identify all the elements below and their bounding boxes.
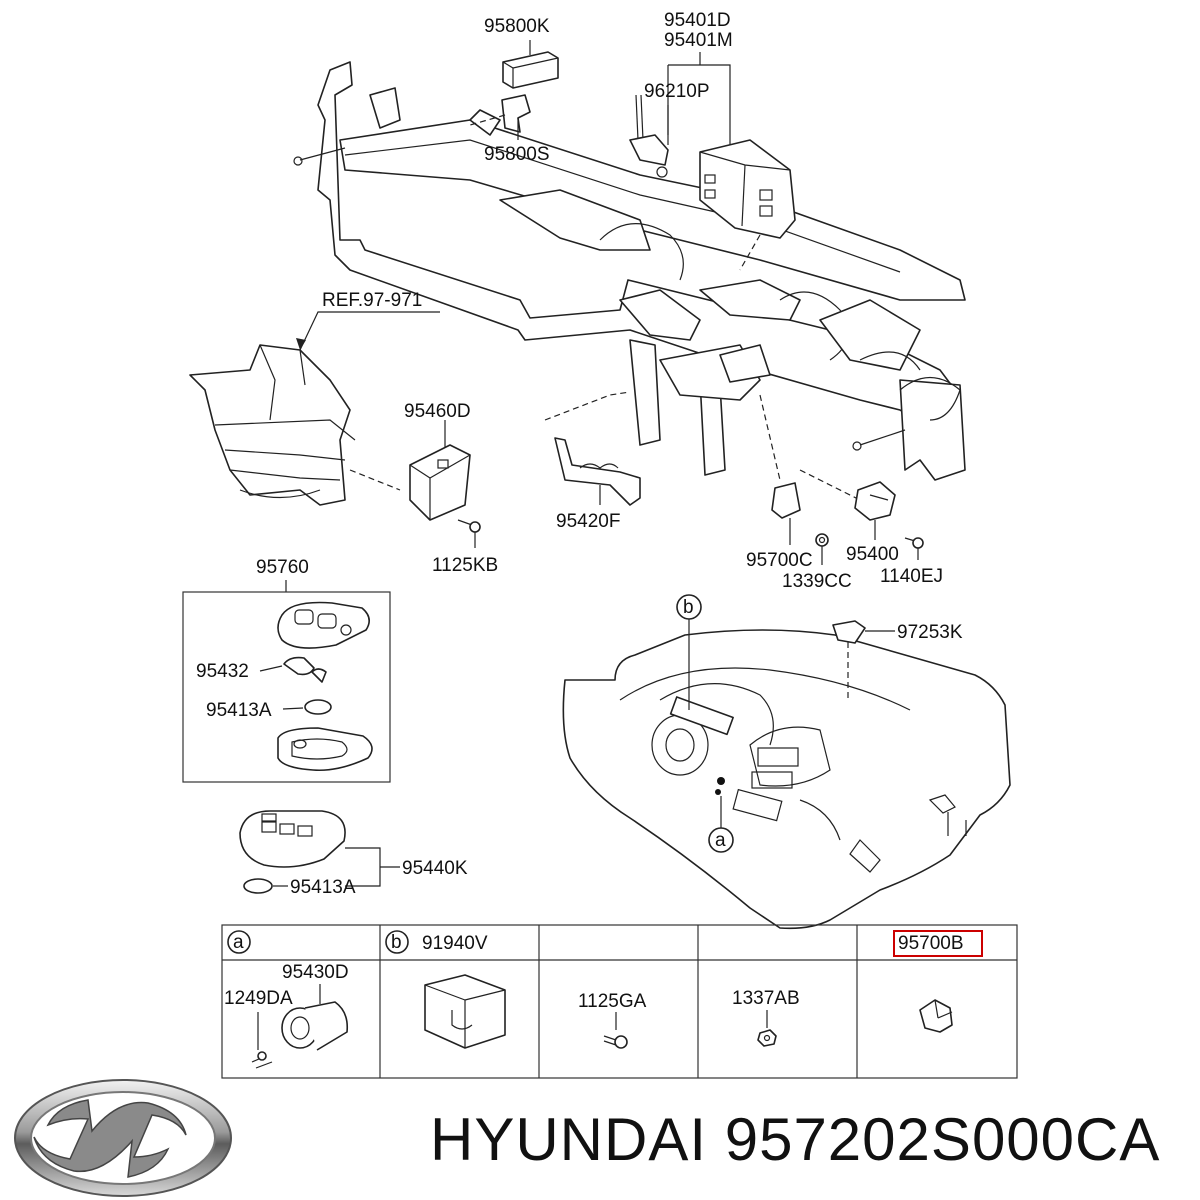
part-95401D: 95401D 95401M — [664, 10, 796, 271]
label-1140EJ: 1140EJ — [880, 566, 943, 587]
fob-case-icon — [277, 727, 373, 772]
callout-a: a — [708, 796, 734, 853]
label-ref-97-971: REF.97-971 — [322, 290, 422, 311]
button-pad-icon — [283, 656, 327, 683]
label-1249DA: 1249DA — [224, 988, 293, 1009]
label-97253K: 97253K — [897, 622, 963, 643]
part-1125KB: 1125KB — [432, 519, 498, 576]
label-95440K: 95440K — [402, 858, 468, 879]
label-96210P: 96210P — [644, 81, 710, 102]
hyundai-logo — [14, 1079, 232, 1197]
part-96210P: 96210P — [629, 81, 710, 178]
part-95700C: 95700C — [746, 394, 813, 571]
table-header-a: a — [233, 932, 244, 953]
label-95800S: 95800S — [484, 144, 550, 165]
part-heater-assembly: REF.97-971 — [189, 290, 440, 506]
part-95420F: 95420F — [544, 391, 641, 532]
dashboard-panel — [562, 629, 1011, 930]
bolt-1125GA-icon — [603, 1035, 628, 1049]
label-95430D: 95430D — [282, 962, 349, 983]
part-1339CC: 1339CC — [782, 533, 852, 592]
part-95400: 95400 — [799, 469, 899, 565]
label-95800K: 95800K — [484, 16, 550, 37]
kit-frame — [182, 591, 391, 783]
label-95460D: 95460D — [404, 401, 471, 422]
label-1339CC: 1339CC — [782, 571, 852, 592]
nut-1337AB-icon — [757, 1029, 777, 1047]
table-header-b: b — [391, 932, 402, 953]
label-95413A-2: 95413A — [290, 877, 356, 898]
label-95401D: 95401D — [664, 10, 731, 31]
cowl-cross-bar — [293, 61, 966, 481]
part-95440K: 95440K 95413A — [239, 810, 468, 898]
label-95700C: 95700C — [746, 550, 813, 571]
part-95800S: 95800S — [469, 94, 550, 165]
part-95760-kit: 95760 95432 95413A — [182, 557, 391, 783]
table-header-91940V: 91940V — [422, 933, 488, 954]
part-95460D: 95460D — [404, 401, 471, 521]
label-95400: 95400 — [846, 544, 899, 565]
label-1337AB: 1337AB — [732, 988, 800, 1009]
brand-caption: HYUNDAI 957202S000CA — [430, 1105, 1160, 1174]
parts-table: a b 91940V 95700B 95430D 1249DA — [221, 924, 1018, 1079]
part-number: 957202S000CA — [724, 1106, 1161, 1173]
highlight-box — [893, 930, 983, 957]
callout-a-letter: a — [715, 830, 726, 851]
part-97253K: 97253K — [832, 620, 963, 700]
label-1125GA: 1125GA — [578, 991, 647, 1012]
switch-95700B-icon — [919, 999, 953, 1033]
brand-name: HYUNDAI — [430, 1106, 708, 1173]
label-95413A-1: 95413A — [206, 700, 272, 721]
screw-1249DA-icon — [251, 1012, 273, 1069]
label-1125KB: 1125KB — [432, 555, 498, 576]
ignition-cylinder-icon — [281, 984, 349, 1051]
connector-91940V-icon — [424, 974, 506, 1049]
key-fob-top-icon — [277, 601, 370, 649]
battery-icon-2 — [243, 878, 273, 894]
callout-b-letter: b — [683, 597, 694, 618]
label-95420F: 95420F — [556, 511, 620, 532]
label-95401M: 95401M — [664, 30, 733, 51]
part-95800K: 95800K — [484, 16, 559, 89]
callout-b: b — [676, 594, 702, 710]
label-95432: 95432 — [196, 661, 249, 682]
table-header-95700B: 95700B — [898, 933, 964, 954]
label-95760: 95760 — [256, 557, 309, 578]
battery-icon-1 — [304, 699, 332, 715]
part-1140EJ: 1140EJ — [880, 537, 943, 587]
